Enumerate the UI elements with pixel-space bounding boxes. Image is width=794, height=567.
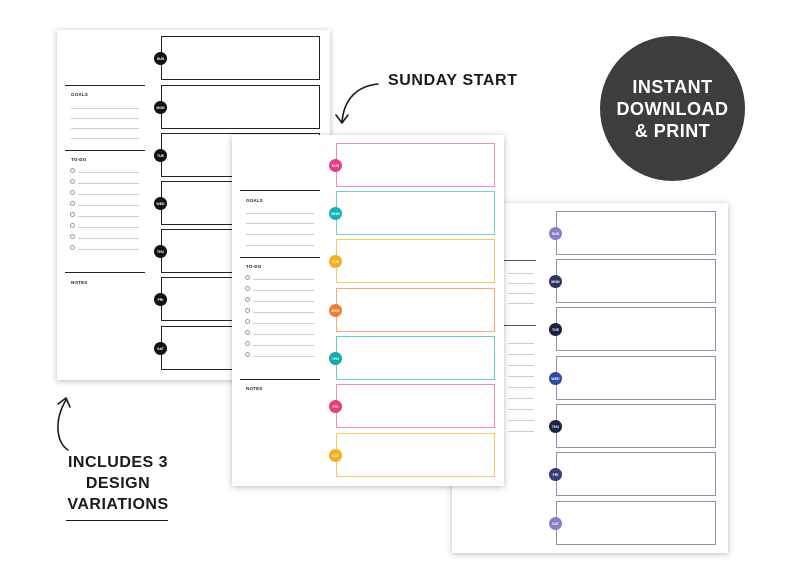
curved-arrow-icon xyxy=(335,83,379,124)
goals-label: GOALS xyxy=(246,198,264,203)
day-dot-sun: SUN xyxy=(154,52,167,65)
day-dot-mon: MON xyxy=(329,207,342,220)
sunday-start-callout: SUNDAY START xyxy=(388,72,518,89)
instant-download-badge: INSTANT DOWNLOAD & PRINT xyxy=(600,36,745,181)
day-dot-thu: THU xyxy=(329,352,342,365)
variations-line-2: DESIGN xyxy=(85,475,151,492)
day-box-wed xyxy=(336,288,495,332)
day-box-sat xyxy=(556,501,716,545)
day-dot-sat: SAT xyxy=(549,517,562,530)
day-box-mon xyxy=(336,191,495,235)
badge-line-3: & PRINT xyxy=(634,120,711,141)
curved-arrow-icon xyxy=(57,397,71,451)
day-box-thu xyxy=(336,336,495,380)
planner-page-colorful: GOALS TO-DO NOTES SUN MON TUE WED THU FR… xyxy=(232,135,504,486)
notes-label: NOTES xyxy=(246,386,263,391)
day-dot-sat: SAT xyxy=(154,342,167,355)
day-box-wed xyxy=(556,356,716,400)
todo-label: TO-DO xyxy=(246,264,262,269)
includes-variations-callout: INCLUDES 3 DESIGN VARIATIONS xyxy=(60,452,176,515)
day-dot-thu: THU xyxy=(549,420,562,433)
day-box-sun xyxy=(161,36,320,80)
day-box-sun xyxy=(556,211,716,255)
day-box-tue xyxy=(556,307,716,351)
goals-label: GOALS xyxy=(71,92,89,97)
day-dot-sun: SUN xyxy=(329,159,342,172)
day-box-sun xyxy=(336,143,495,187)
day-dot-tue: TUE xyxy=(154,149,167,162)
day-box-fri xyxy=(336,384,495,428)
day-dot-tue: TUE xyxy=(549,323,562,336)
todo-label: TO-DO xyxy=(71,157,87,162)
day-box-fri xyxy=(556,452,716,496)
day-dot-tue: TUE xyxy=(329,255,342,268)
day-dot-wed: WED xyxy=(154,197,167,210)
day-box-mon xyxy=(161,85,320,129)
day-box-mon xyxy=(556,259,716,303)
variations-line-1: INCLUDES 3 xyxy=(67,454,169,471)
day-box-sat xyxy=(336,433,495,477)
day-dot-wed: WED xyxy=(549,372,562,385)
day-dot-wed: WED xyxy=(329,304,342,317)
underline-divider xyxy=(66,520,168,521)
badge-line-2: DOWNLOAD xyxy=(616,98,729,119)
day-box-tue xyxy=(336,239,495,283)
day-dot-mon: MON xyxy=(154,101,167,114)
variations-line-3: VARIATIONS xyxy=(67,496,169,513)
badge-line-1: INSTANT xyxy=(632,76,713,97)
day-box-thu xyxy=(556,404,716,448)
day-dot-mon: MON xyxy=(549,275,562,288)
day-dot-fri: FRI xyxy=(154,293,167,306)
day-dot-fri: FRI xyxy=(329,400,342,413)
day-dot-thu: THU xyxy=(154,245,167,258)
notes-label: NOTES xyxy=(71,280,88,285)
day-dot-sun: SUN xyxy=(549,227,562,240)
day-dot-sat: SAT xyxy=(329,449,342,462)
day-dot-fri: FRI xyxy=(549,468,562,481)
